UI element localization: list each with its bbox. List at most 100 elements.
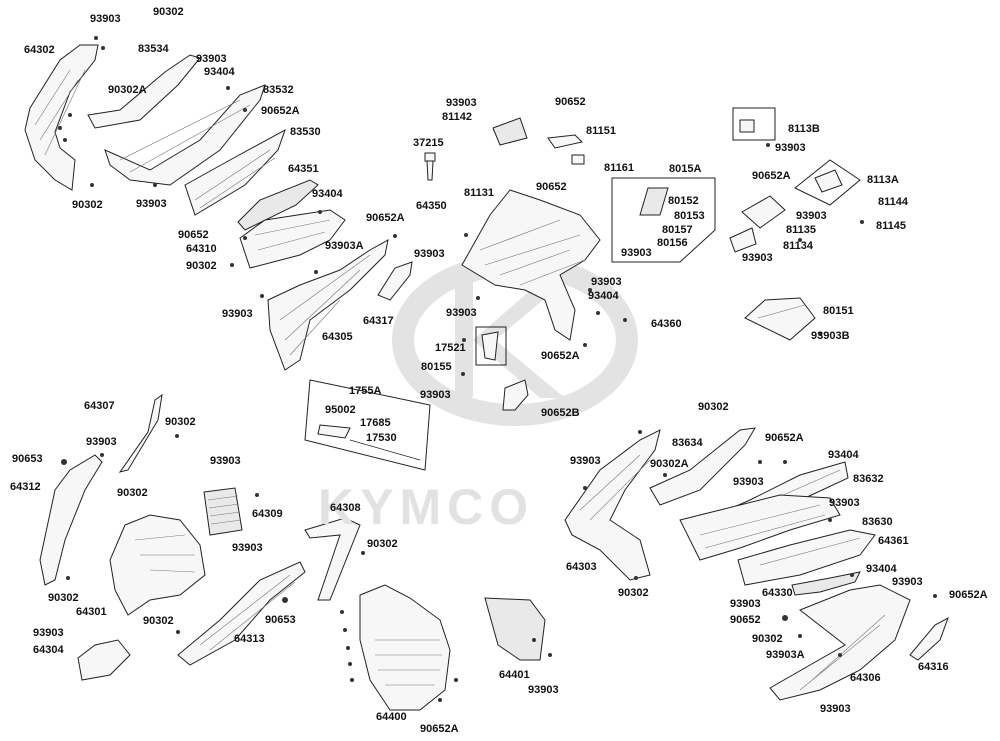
part-label[interactable]: 93903A [325,240,364,252]
part-label[interactable]: 93903 [528,684,559,696]
part-label[interactable]: 90652A [765,432,804,444]
part-label[interactable]: 93404 [588,290,619,302]
part-label[interactable]: 8113A [867,174,899,186]
part-label[interactable]: 81142 [442,111,472,123]
part-label[interactable]: 8015A [669,163,702,175]
part-label[interactable]: 93903 [446,97,477,109]
part-label[interactable]: 83532 [263,84,294,96]
part-label[interactable]: 83632 [853,473,884,485]
part-label[interactable]: 64308 [330,502,361,514]
part-label[interactable]: 64317 [363,315,394,327]
part-label[interactable]: 90652 [555,96,586,108]
part-label[interactable]: 93903A [766,649,805,661]
part-label[interactable]: 90302 [618,587,649,599]
part-label[interactable]: 93404 [312,188,343,200]
part-label[interactable]: 90302 [48,592,79,604]
part-label[interactable]: 93903B [811,330,850,342]
part-label[interactable]: 64305 [322,331,353,343]
part-label[interactable]: 80157 [662,224,693,236]
part-label[interactable]: 17521 [435,342,466,354]
part-label[interactable]: 90302 [153,6,184,18]
part-label[interactable]: 90652B [541,407,580,419]
part-label[interactable]: 17530 [366,432,397,444]
part-label[interactable]: 90302 [367,538,398,550]
part-label[interactable]: 93404 [828,449,859,461]
part-label[interactable]: 90652 [730,614,761,626]
part-label[interactable]: 90652A [949,589,988,601]
part-label[interactable]: 90652 [536,181,567,193]
part-label[interactable]: 80155 [421,361,452,373]
part-label[interactable]: 17685 [360,417,391,429]
part-label[interactable]: 93903 [796,210,827,222]
part-label[interactable]: 93903 [90,13,121,25]
part-label[interactable]: 90302 [117,487,148,499]
part-label[interactable]: 90653 [265,614,296,626]
part-label[interactable]: 93903 [33,627,64,639]
part-label[interactable]: 81145 [876,220,906,232]
part-label[interactable]: 93903 [742,252,773,264]
part-label[interactable]: 93903 [730,598,761,610]
part-label[interactable]: 93903 [136,198,167,210]
part-label[interactable]: 83534 [138,43,169,55]
part-label[interactable]: 90652A [752,170,791,182]
part-label[interactable]: 93903 [733,476,764,488]
part-label[interactable]: 64313 [234,633,265,645]
part-label[interactable]: 64302 [24,44,55,56]
part-label[interactable]: 93903 [222,308,253,320]
part-label[interactable]: 90302 [72,199,103,211]
part-label[interactable]: 83630 [862,516,893,528]
part-label[interactable]: 64351 [288,163,319,175]
part-label[interactable]: 90302 [143,615,174,627]
part-label[interactable]: 80152 [668,195,699,207]
part-label[interactable]: 93404 [866,563,897,575]
part-label[interactable]: 64361 [878,535,909,547]
part-label[interactable]: 90652A [420,723,459,735]
part-label[interactable]: 93404 [204,66,235,78]
part-label[interactable]: 64350 [416,200,447,212]
part-label[interactable]: 81161 [604,162,634,174]
part-label[interactable]: 93903 [829,497,860,509]
part-label[interactable]: 83530 [290,126,321,138]
part-label[interactable]: 64400 [376,711,407,723]
part-label[interactable]: 64310 [186,243,217,255]
part-label[interactable]: 90302A [108,84,147,96]
part-label[interactable]: 93903 [446,307,477,319]
part-label[interactable]: 64401 [499,669,530,681]
part-label[interactable]: 80156 [657,237,688,249]
part-label[interactable]: 93903 [621,247,652,259]
part-label[interactable]: 64306 [850,672,881,684]
part-label[interactable]: 90302A [650,458,689,470]
part-label[interactable]: 81134 [783,240,813,252]
part-label[interactable]: 8113B [788,123,820,135]
part-label[interactable]: 90653 [12,453,43,465]
part-label[interactable]: 81135 [786,224,816,236]
part-label[interactable]: 64303 [566,561,597,573]
part-label[interactable]: 93903 [591,276,622,288]
part-label[interactable]: 93903 [232,542,263,554]
part-label[interactable]: 1755A [349,385,382,397]
part-label[interactable]: 81144 [878,196,908,208]
part-label[interactable]: 93903 [210,455,241,467]
part-label[interactable]: 93903 [570,455,601,467]
part-label[interactable]: 90652A [541,350,580,362]
part-label[interactable]: 64312 [10,481,41,493]
part-label[interactable]: 90652 [178,229,209,241]
part-label[interactable]: 93903 [86,436,117,448]
part-label[interactable]: 64309 [252,508,283,520]
part-label[interactable]: 80151 [823,305,854,317]
part-label[interactable]: 93903 [775,142,806,154]
part-label[interactable]: 37215 [413,137,444,149]
part-label[interactable]: 83634 [672,437,703,449]
part-label[interactable]: 64316 [918,661,949,673]
part-label[interactable]: 90302 [752,633,783,645]
part-label[interactable]: 90302 [165,416,196,428]
part-label[interactable]: 64307 [84,400,115,412]
part-label[interactable]: 90652A [366,212,405,224]
part-label[interactable]: 64330 [762,587,793,599]
part-label[interactable]: 90302 [698,401,729,413]
part-label[interactable]: 64360 [651,318,682,330]
part-label[interactable]: 81131 [464,187,494,199]
part-label[interactable]: 90302 [186,260,217,272]
part-label[interactable]: 93903 [196,53,227,65]
part-label[interactable]: 81151 [586,125,616,137]
